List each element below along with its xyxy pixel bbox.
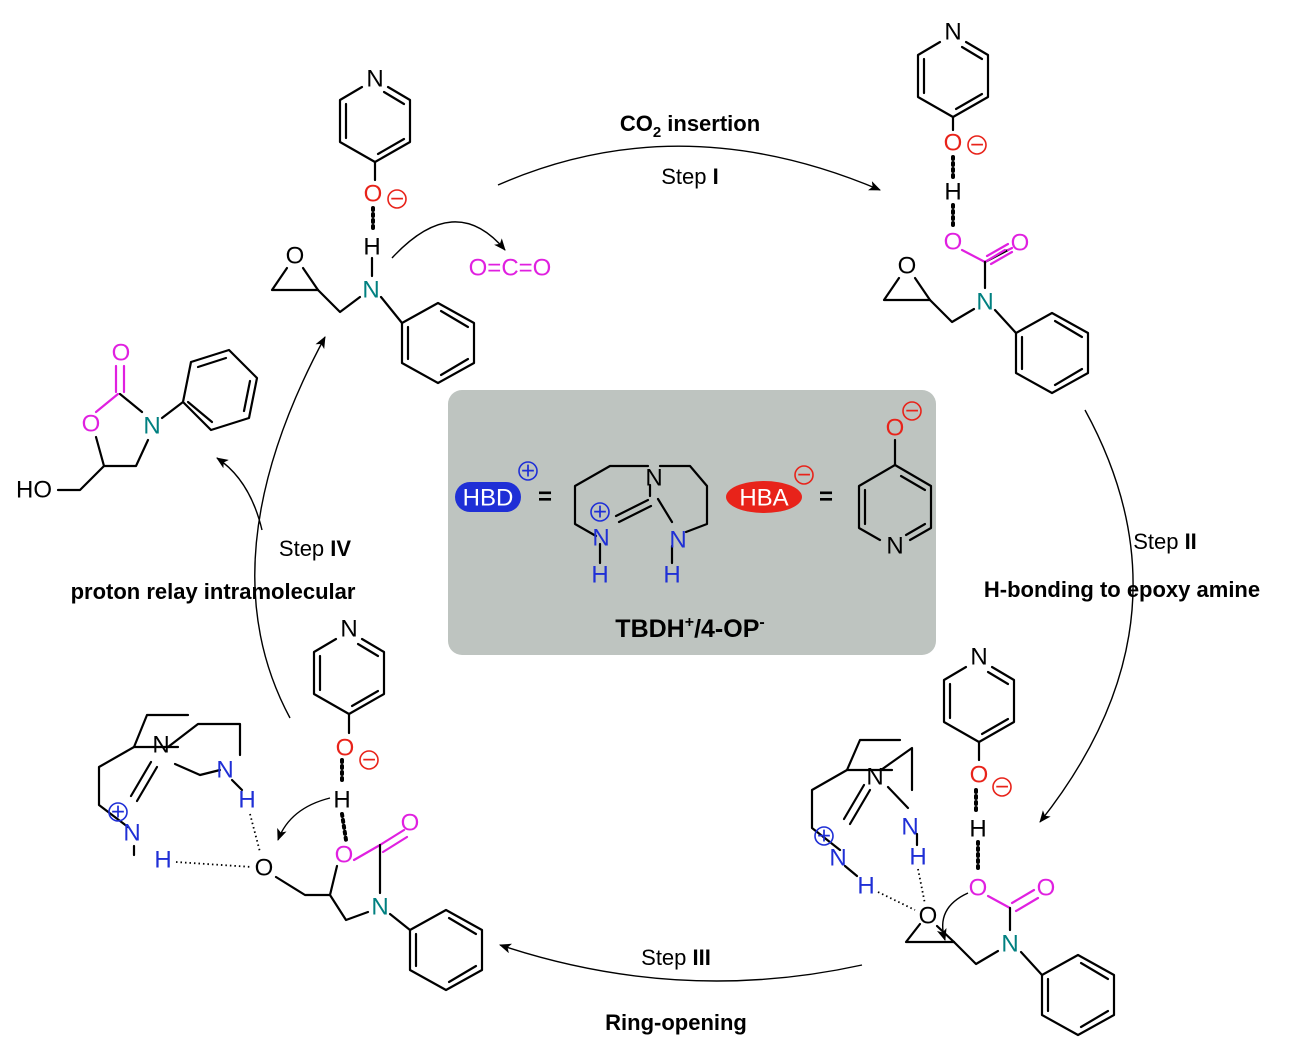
product-n: N — [143, 413, 160, 440]
hbd-badge — [455, 482, 521, 512]
carbamate-n-3: N — [1001, 931, 1018, 958]
phenoxide-o-2: O — [944, 130, 963, 157]
tbd-n-bridge: N — [645, 465, 662, 492]
intermediate-3: N O − H O O N O N N N + — [810, 644, 1116, 1037]
ring-n-4: N — [371, 894, 388, 921]
epoxide-o-2: O — [898, 253, 917, 280]
hba-charge: − — [797, 462, 811, 489]
carbamic-o-3: O — [969, 875, 988, 902]
hbd-charge-circle — [518, 461, 538, 481]
phenoxide-o-3: O — [970, 762, 989, 789]
panel-caption: TBDH+/4-OP- — [615, 614, 764, 643]
arrow-step-4-branch — [216, 457, 263, 531]
tbd-nh: N — [669, 527, 686, 554]
tbd-h-3b: H — [857, 873, 874, 900]
pyridine-n: N — [366, 66, 383, 93]
tbd-n-3: N — [866, 764, 883, 791]
step-2-name: H-bonding to epoxy amine — [984, 577, 1260, 602]
tbd-nh-3: N — [901, 814, 918, 841]
amine-n: N — [362, 277, 379, 304]
phenoxide-minus-2: − — [970, 132, 984, 159]
intermediate-2: N O − H O O N O — [882, 19, 1090, 395]
tbd-h-2: H — [663, 562, 680, 589]
carbamic-o: O — [944, 229, 963, 256]
carbonyl-o: O — [1011, 230, 1030, 257]
intermediate-4: N O − H O O N O N N N + — [97, 616, 484, 992]
tbd-nplus-3: N — [829, 845, 846, 872]
intermediate-1: N O − H N O O=C=O — [270, 66, 552, 385]
op-structure: O − N — [857, 398, 933, 560]
amine-h: H — [363, 234, 380, 261]
tbd-nh-4: N — [216, 757, 233, 784]
hbd-charge: + — [521, 458, 535, 485]
alkoxide-o: O — [255, 855, 274, 882]
hba-badge — [726, 481, 802, 513]
carbamate-n: N — [976, 289, 993, 316]
phenoxide-minus-3: − — [995, 774, 1009, 801]
arrow-step-3 — [499, 943, 863, 982]
product: O O N HO — [16, 340, 259, 504]
co2: O=C=O — [469, 255, 552, 282]
arrow-step-2 — [1039, 409, 1134, 823]
tbd-structure: N N N H H + — [573, 465, 709, 589]
step-3-label: Step III — [641, 945, 711, 970]
carbonyl-o-4: O — [401, 810, 420, 837]
hba-label: HBA — [739, 485, 788, 512]
arrow-step-4 — [254, 336, 326, 719]
phenoxide-minus: − — [390, 186, 404, 213]
relay-h: H — [333, 787, 350, 814]
pyridine-n-3: N — [970, 644, 987, 671]
step-2-label: Step II — [1133, 529, 1197, 554]
carbonyl-o-3: O — [1037, 875, 1056, 902]
op-n: N — [886, 533, 903, 560]
pyridine-n-2: N — [944, 19, 961, 46]
hbd-label: HBD — [463, 485, 514, 512]
step-3-name: Ring-opening — [605, 1010, 747, 1035]
phenoxide-o: O — [364, 181, 383, 208]
product-ring-o: O — [82, 411, 101, 438]
tbd-plus: + — [593, 499, 607, 526]
step-labels: CO2 insertion Step I Step II H-bonding t… — [71, 111, 1261, 1035]
op-minus: − — [905, 398, 919, 425]
cycle-arrows — [216, 145, 1134, 982]
product-carbonyl-o: O — [112, 340, 131, 367]
ring-o-4: O — [335, 842, 354, 869]
product-ho: HO — [16, 477, 52, 504]
tbd-plus-4: + — [111, 799, 125, 826]
phenoxide-minus-4: − — [362, 747, 376, 774]
tbd-nplus-4: N — [123, 820, 140, 847]
hba-equals: = — [819, 484, 833, 511]
tbd-nh-plus: N — [592, 525, 609, 552]
arrow-step-1 — [497, 145, 881, 191]
carbamic-h: H — [944, 179, 961, 206]
hba-charge-circle — [794, 465, 814, 485]
step-1-name: CO2 insertion — [620, 111, 760, 141]
tbd-n-4: N — [152, 732, 169, 759]
step-4-label: Step IV — [279, 536, 351, 561]
tbd-plus-3: + — [817, 823, 831, 850]
phenoxide-o-4: O — [336, 735, 355, 762]
pyridine-n-4: N — [340, 616, 357, 643]
step-1-label: Step I — [661, 164, 719, 189]
step-4-name: proton relay intramolecular — [71, 579, 356, 604]
tbd-h-1: H — [591, 562, 608, 589]
epoxide-o: O — [286, 243, 305, 270]
op-o: O — [886, 415, 905, 442]
catalyst-panel: HBD + = N N N H H + HBA − = — [448, 390, 936, 655]
panel-background — [448, 390, 936, 655]
tbd-h-4b: H — [154, 847, 171, 874]
hbd-equals: = — [538, 484, 552, 511]
carbamic-h-3: H — [969, 816, 986, 843]
epoxide-o-3: O — [919, 903, 938, 930]
tbd-h-3a: H — [909, 844, 926, 871]
tbd-h-4a: H — [238, 787, 255, 814]
